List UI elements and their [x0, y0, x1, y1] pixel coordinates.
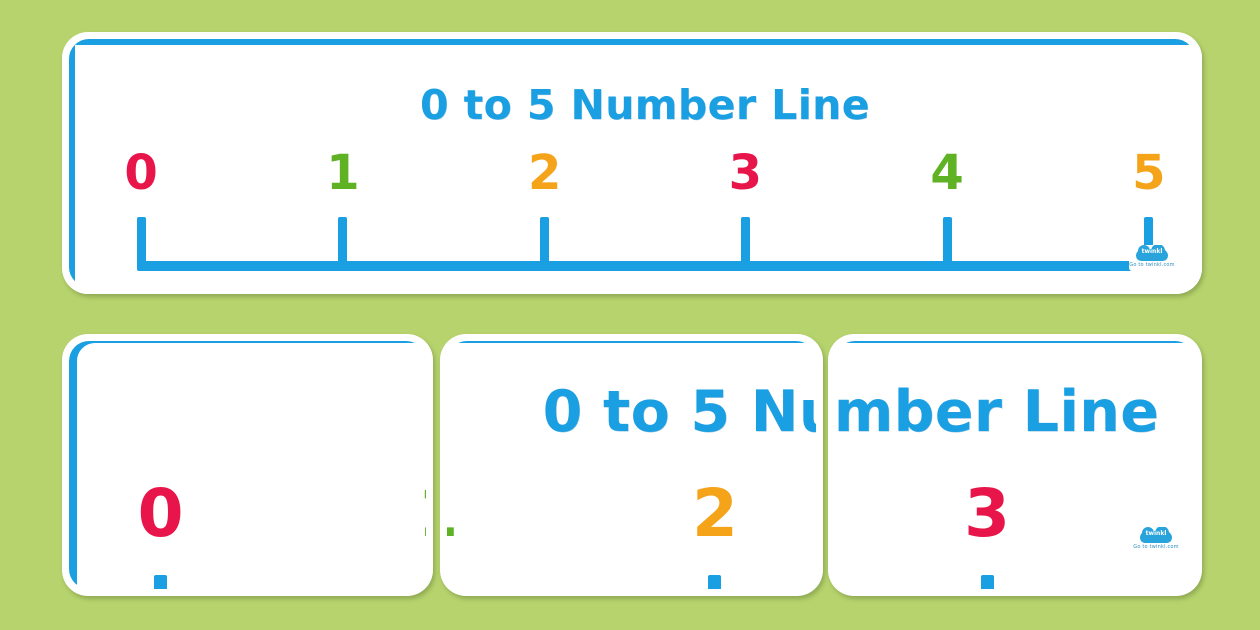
- strip-2-label-2: 2: [691, 475, 738, 552]
- twinkl-logo-strip: twinkl Go to twinkl.com: [1133, 527, 1179, 553]
- number-line-label-0: 0: [124, 145, 158, 201]
- number-line-label-1: 1: [326, 145, 360, 201]
- strip-title-1: 0 to 5 Number Line: [69, 379, 426, 445]
- strip-title-3: 0 to 5 Number Line: [835, 379, 1160, 445]
- twinkl-cloud-icon: [1136, 245, 1168, 261]
- strip-1-label-0: 0: [137, 475, 184, 552]
- strip-title-2: 0 to 5 Number Line: [542, 379, 816, 445]
- number-line-tick-3: [740, 217, 750, 269]
- strip-3-tick-3: [980, 575, 994, 589]
- page-title: 0 to 5 Number Line: [420, 81, 870, 129]
- number-line-sheet: 0 to 5 Number Line 0 1 2 3 4 5: [75, 45, 1202, 294]
- strip-2-tick-2: [708, 575, 722, 589]
- twinkl-cloud-icon: [1140, 527, 1172, 543]
- number-line-label-5: 5: [1132, 145, 1166, 201]
- number-line-label-3: 3: [728, 145, 763, 201]
- strip-1-tick-0: [154, 575, 168, 589]
- number-line-tick-1: [338, 217, 348, 269]
- strip-2-label-1: 1: [447, 481, 483, 547]
- twinkl-brand-text: twinkl: [1141, 248, 1163, 255]
- number-line-tick-0: [136, 217, 146, 269]
- number-line-tick-4: [942, 217, 952, 269]
- twinkl-brand-text: twinkl: [1145, 530, 1167, 537]
- strip-1-label-1: 1: [392, 481, 426, 547]
- number-line-tick-2: [540, 217, 550, 269]
- number-line-label-2: 2: [527, 145, 562, 201]
- number-line-label-4: 4: [930, 145, 964, 201]
- twinkl-tagline: Go to twinkl.com: [1133, 544, 1179, 550]
- full-number-line-banner: 0 to 5 Number Line 0 1 2 3 4 5 twinkl Go to t…: [62, 32, 1202, 294]
- twinkl-tagline: Go to twinkl.com: [1129, 262, 1175, 268]
- banner-inner-frame: 0 to 5 Number Line 0 1 2 3 4 5 twinkl Go to t…: [69, 39, 1202, 294]
- number-line-tick-5: [1144, 217, 1154, 269]
- twinkl-logo: twinkl Go to twinkl.com: [1129, 245, 1175, 271]
- strip-3-label-3: 3: [964, 475, 1010, 552]
- number-line-axis: [137, 261, 1150, 271]
